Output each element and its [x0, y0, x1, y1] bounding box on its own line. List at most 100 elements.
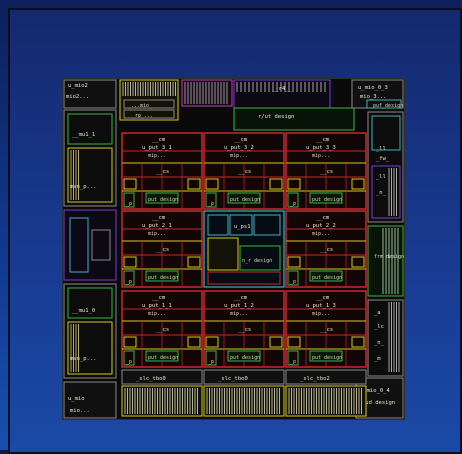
block-label-puf-design: _puf_design	[370, 103, 403, 109]
tile-cell	[287, 178, 301, 190]
tile-cell	[123, 336, 137, 348]
block-label-u-mio-0-3: u_mio_0_3	[358, 85, 388, 91]
bottom-left-block	[63, 381, 117, 419]
block-label-mu1-1: __mu1_1	[72, 132, 95, 138]
tile-short-label: mip...	[148, 231, 166, 237]
tile-cell	[269, 178, 283, 190]
tile-cell	[205, 336, 219, 348]
block-label-mud-design: mud design	[362, 400, 395, 406]
tile-short-label: mip...	[148, 311, 166, 317]
right-block-b	[367, 225, 404, 297]
tile-cs-label: __cs	[156, 169, 169, 175]
tile-cell	[287, 256, 301, 268]
center-sub2	[239, 245, 281, 271]
top-io-sub-label: _...mio_	[128, 103, 153, 109]
bottom-slice-2	[285, 369, 367, 385]
puf-design-box	[366, 99, 402, 109]
tile-design-box	[227, 192, 261, 204]
tile-design-box	[309, 350, 343, 362]
tile-id-label: u_put_3_1	[142, 145, 172, 151]
tile-cs-label: __cs	[238, 169, 251, 175]
left-sub-a1	[67, 113, 113, 145]
left-block-c	[63, 283, 117, 379]
tile-p-box	[123, 350, 135, 366]
top-bar-design-label: r/ut design	[258, 114, 294, 120]
left-sub-c1	[67, 287, 113, 319]
center-cell	[253, 214, 281, 236]
left-sub-c2	[67, 321, 113, 375]
tile-p-label: _p	[126, 279, 132, 285]
tile-design-box	[227, 350, 261, 362]
center-design-label: n_r design	[242, 258, 272, 264]
block-label-mu1-0: __mu1_0	[72, 308, 95, 314]
center-cell	[229, 214, 253, 236]
block-label-mio2: mio2...	[66, 94, 89, 100]
top-bar-mid: __r4__	[272, 86, 293, 92]
left-sub-b	[69, 217, 89, 273]
slide-panel: u_mio2 mio2... _...mio_ _rp_... __r4__ r/ut d…	[8, 8, 462, 454]
tile-p-box	[205, 350, 217, 366]
bottom-slice-label-0: _slc_tbo0	[136, 376, 166, 382]
tile-cm-label: __cm	[234, 137, 248, 143]
block-label-u-mio-0-4: u_mio_0_4	[360, 388, 390, 394]
right-sub-a2	[371, 165, 401, 219]
tile-cm-label: __cm	[316, 137, 330, 143]
block-label-mio: mio...	[70, 408, 90, 414]
tile-cs-label: __cs	[156, 327, 169, 333]
center-bottom	[207, 271, 281, 285]
top-io-sub2	[123, 109, 175, 119]
tile-cell	[205, 178, 219, 190]
tile-cs-label: __cs	[156, 247, 169, 253]
chip-layout-svg: u_mio2 mio2... _...mio_ _rp_... __r4__ r/ut d…	[62, 78, 405, 420]
top-left-block	[63, 79, 117, 109]
bottom-slice-label-2: _slc_tbo2	[300, 376, 330, 382]
top-io-sub2-label: _rp_...	[132, 113, 153, 119]
tile-cell	[351, 336, 365, 348]
tile-p-box	[123, 270, 135, 286]
tile-id-label: u_put_2_1	[142, 223, 172, 229]
bottom-slice-1	[203, 369, 285, 385]
tile-cs-label: __cs	[320, 247, 333, 253]
tile-design-box	[309, 192, 343, 204]
chip-layout: u_mio2 mio2... _...mio_ _rp_... __r4__ r/ut d…	[62, 78, 405, 420]
left-block-b	[63, 209, 117, 281]
block-label-n: _n_	[376, 190, 387, 196]
tile-p-label: _p	[290, 201, 296, 207]
tile-id-label: u_put_2_2	[306, 223, 336, 229]
bottom-slice-0	[121, 369, 203, 385]
tile-id-label: u_put_1_2	[224, 303, 254, 309]
block-label-mio-3: mio_3...	[360, 94, 387, 100]
tile-design-box	[145, 192, 179, 204]
left-sub-b2	[91, 229, 111, 261]
top-bar-design	[233, 107, 355, 131]
tile-p-label: _p	[208, 201, 214, 207]
tile-cm-label: __cm	[152, 295, 166, 301]
tile-cm-label: __cm	[152, 215, 166, 221]
tile-design-label: put design	[312, 275, 342, 281]
tile-cm-label: __cm	[316, 215, 330, 221]
tile-design-box	[145, 350, 179, 362]
top-right-block	[351, 79, 404, 109]
top-bar	[233, 79, 331, 109]
block-label-ll: _ll	[376, 146, 386, 152]
tile-cell	[187, 178, 201, 190]
tile-cell	[123, 256, 137, 268]
block-label-fw: _fw_	[376, 156, 390, 162]
block-label-a: _a	[374, 310, 381, 316]
tile-design-label: put design	[148, 197, 178, 203]
tile-short-label: mip...	[230, 153, 248, 159]
block-label-lc: _lc	[374, 324, 384, 330]
tile-cs-label: __cs	[238, 327, 251, 333]
block-label-u-mio2: u_mio2	[68, 83, 88, 89]
block-label-m: _m	[374, 356, 381, 362]
tile-p-box	[123, 192, 135, 208]
tile-p-box	[205, 192, 217, 208]
tile-id-label: u_put_3_3	[306, 145, 336, 151]
tile-short-label: mip...	[230, 311, 248, 317]
tile-short-label: mip...	[312, 231, 330, 237]
block-label-man-p-2: man_p...	[70, 356, 97, 362]
tile-id-label: u_put_1_3	[306, 303, 336, 309]
block-label-ll-2: _ll	[376, 174, 386, 180]
block-label-n-2: _n_	[374, 340, 385, 346]
